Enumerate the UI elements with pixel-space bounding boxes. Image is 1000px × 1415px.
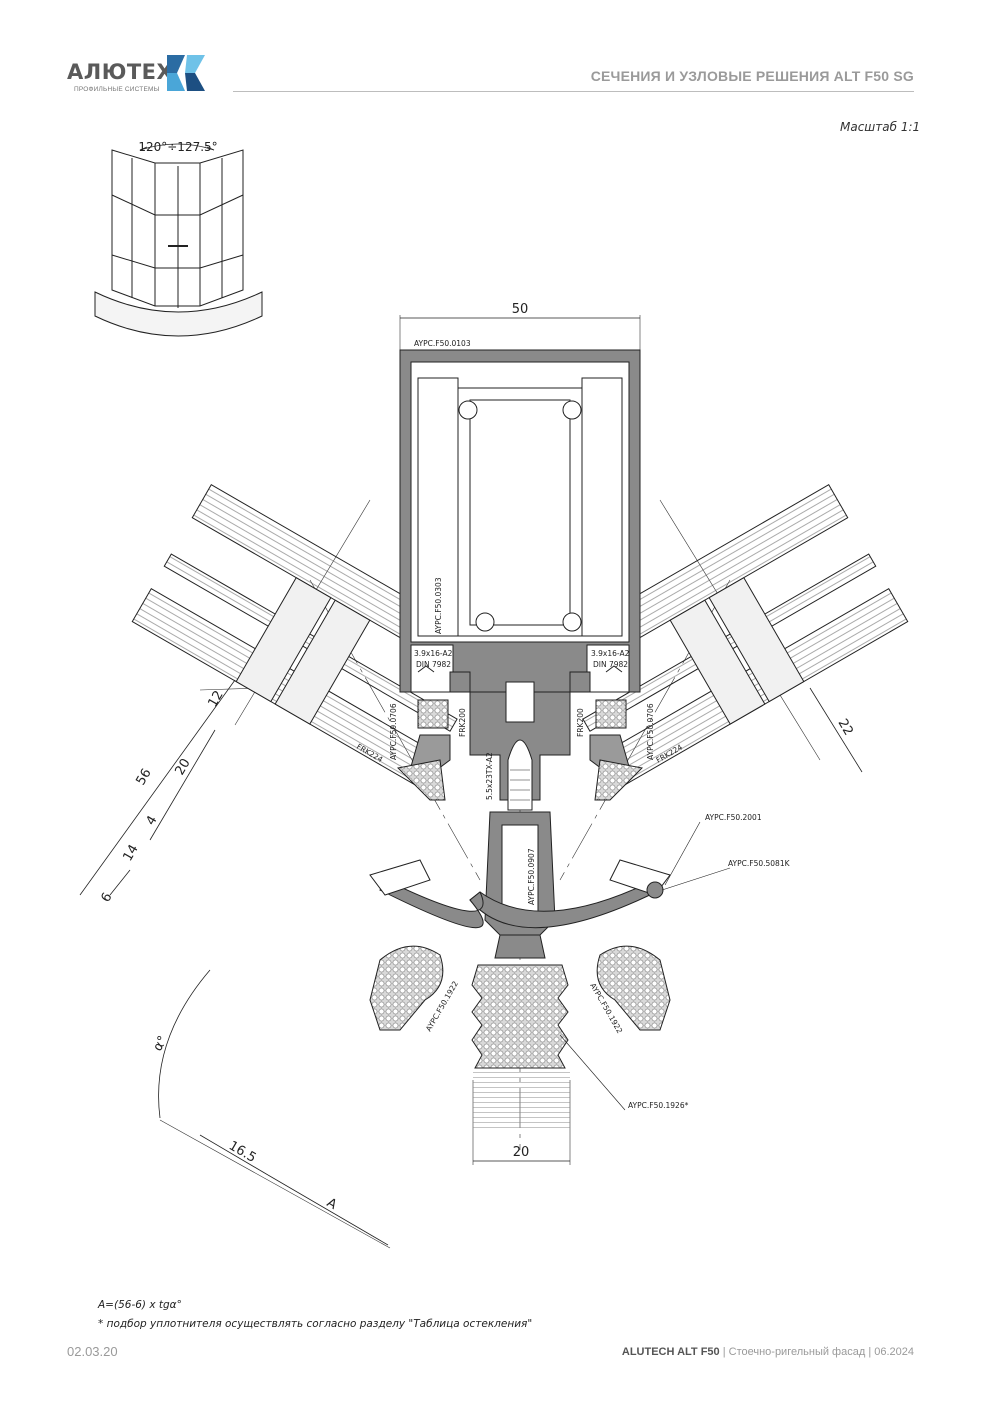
label-insert: AYPC.F50.0303 <box>434 577 443 634</box>
label-screw-right-2: DIN 7982 <box>593 660 628 669</box>
dim-alpha: α° <box>150 1033 171 1054</box>
footer-description: | Стоечно-ригельный фасад | 06.2024 <box>719 1346 914 1358</box>
label-frk200-left: FRK200 <box>458 708 467 737</box>
center-screw-adapter <box>369 739 671 959</box>
dim-width-bottom: 20 <box>513 1145 530 1160</box>
label-center-screw: 5.5x23TX-A2 <box>485 752 494 800</box>
document-title: СЕЧЕНИЯ И УЗЛОВЫЕ РЕШЕНИЯ ALT F50 SG <box>590 68 914 84</box>
label-screw-left-2: DIN 7982 <box>416 660 451 669</box>
label-gasket-left: AYPC.F50.0706 <box>389 703 398 760</box>
mullion-profile <box>399 349 641 801</box>
dim-22: 22 <box>835 717 856 739</box>
dimension-lines <box>79 317 863 1246</box>
page-header: АЛЮТЕХ ПРОФИЛЬНЫЕ СИСТЕМЫ СЕЧЕНИЯ И УЗЛО… <box>0 0 1000 100</box>
logo-mark-icon <box>167 55 205 91</box>
label-screw-left-1: 3.9x16-A2 <box>414 649 453 658</box>
dim-12: 12 <box>205 688 226 710</box>
dim-56: 56 <box>133 766 154 788</box>
label-mullion: AYPC.F50.0103 <box>414 339 471 348</box>
dim-a: A <box>324 1195 339 1212</box>
notes-block: A=(56-6) x tgα° * подбор уплотнителя осу… <box>98 1296 532 1334</box>
dim-6: 6 <box>98 890 115 905</box>
header-divider <box>233 91 914 92</box>
dim-14: 14 <box>120 842 141 864</box>
label-seal-center: AYPC.F50.1926* <box>628 1101 689 1110</box>
facade-thumbnail <box>94 143 263 337</box>
label-adapter: AYPC.F50.0907 <box>527 848 536 905</box>
dim-16-5: 16.5 <box>226 1138 259 1165</box>
dim-width-top: 50 <box>512 302 529 317</box>
label-frk200-right: FRK200 <box>576 708 585 737</box>
footer-info: ALUTECH ALT F50 | Стоечно-ригельный фаса… <box>622 1346 914 1358</box>
footer-date: 02.03.20 <box>67 1344 118 1359</box>
scale-label: Масштаб 1:1 <box>840 120 921 134</box>
note-formula: A=(56-6) x tgα° <box>98 1299 182 1311</box>
label-screw-right-1: 3.9x16-A2 <box>591 649 630 658</box>
dim-20: 20 <box>172 756 193 778</box>
label-clip: AYPC.F50.2001 <box>705 813 762 822</box>
footer-brand: ALUTECH ALT F50 <box>621 1346 720 1358</box>
angle-range-label: 120°÷127.5° <box>138 140 217 154</box>
leader-lines <box>559 821 731 1111</box>
label-clip-k: AYPC.F50.5081K <box>728 859 791 868</box>
mullion-gaskets <box>396 699 644 801</box>
note-seal-selection: * подбор уплотнителя осуществлять соглас… <box>98 1318 533 1330</box>
glazing-seals <box>369 945 671 1128</box>
logo-subtitle: ПРОФИЛЬНЫЕ СИСТЕМЫ <box>74 86 160 93</box>
logo-text: АЛЮТЕХ <box>67 60 174 84</box>
label-gasket-right: AYPC.F50.0706 <box>646 703 655 760</box>
